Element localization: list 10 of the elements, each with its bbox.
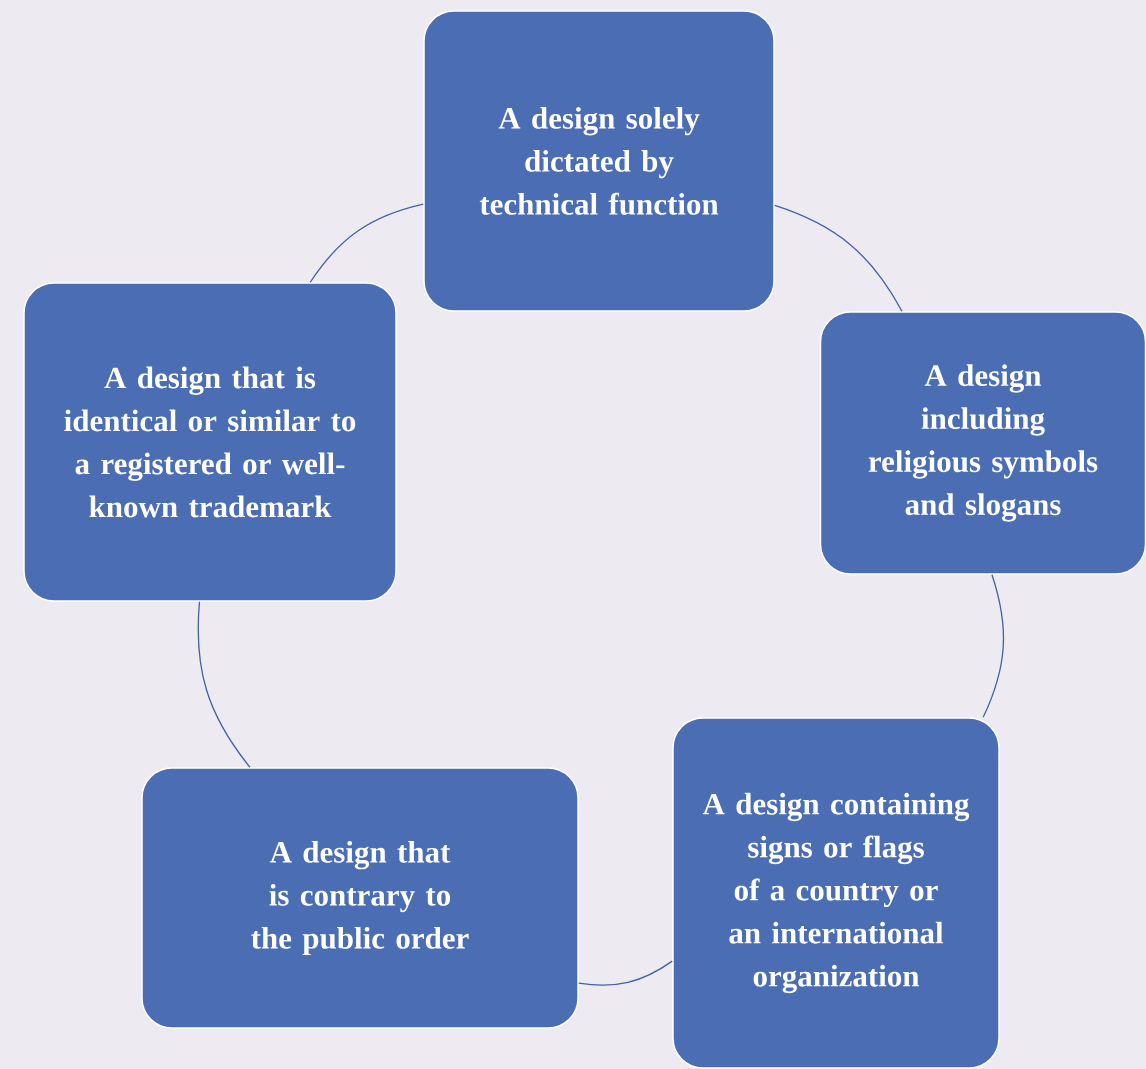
connector-arc — [197, 601, 251, 768]
connector-arc — [309, 203, 424, 283]
rounded-box: A design containing signs or flags of a country or an international organization — [672, 717, 1000, 1069]
rounded-box: A design including religious symbols and slogans — [819, 311, 1146, 575]
rounded-box: A design that is contrary to the public order — [141, 767, 579, 1029]
rounded-box: A design that is identical or similar to a registered or well-known trademark — [23, 282, 397, 602]
rounded-box: A design solely dictated by technical function — [423, 10, 775, 312]
connector-arc — [982, 574, 1005, 718]
connector-arc — [774, 204, 903, 312]
connector-arc — [578, 960, 673, 986]
